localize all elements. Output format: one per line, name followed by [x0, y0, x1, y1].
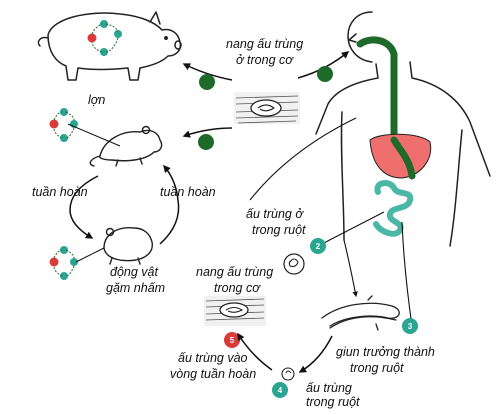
stage-2-marker: 2 — [310, 238, 326, 254]
stage-marker-dark-3 — [198, 134, 214, 150]
cyst-muscle-top-label-line2: ở trong cơ — [236, 53, 294, 67]
stage-2-coiled-larva — [283, 253, 305, 275]
rodent-label-line2: gặm nhấm — [106, 281, 165, 295]
stage-marker-dark-2 — [317, 66, 333, 82]
stage-4-number: 4 — [278, 386, 283, 395]
cyst-muscle-top-label-line1: nang ấu trùng — [226, 37, 303, 51]
cyst-muscle-bottom-label-line2: trong cơ — [214, 281, 261, 295]
circulation-right-label: tuần hoàn — [160, 185, 216, 199]
muscle-cyst-bottom — [204, 296, 266, 326]
rat-illustration — [89, 125, 163, 167]
stage-4-marker: 4 — [272, 382, 288, 398]
pig-illustration — [37, 11, 182, 81]
human-pointer-lines — [249, 117, 413, 327]
muscle-cyst-top — [234, 92, 300, 124]
rodent-label-line1: động vật — [110, 265, 158, 279]
stage-2-number: 2 — [316, 242, 321, 251]
digestive-tract — [356, 36, 432, 237]
adult-worm-illustration — [321, 295, 400, 331]
stage-5-marker: 5 — [224, 332, 240, 348]
stage-3-number: 3 — [408, 322, 413, 331]
cyst-muscle-bottom-label-line1: nang ấu trùng — [196, 265, 273, 279]
pig-label: lợn — [88, 93, 105, 107]
rodent-illustration — [103, 227, 153, 265]
arrow-worm-to-larva — [298, 335, 333, 373]
larva-circulation-label-line1: ấu trùng vào — [178, 351, 248, 365]
stage-3-marker: 3 — [402, 318, 418, 334]
larva-gut-label-line2: trong ruột — [306, 395, 360, 409]
larva-intestine-label-line1: ấu trùng ở — [246, 207, 304, 221]
larva-circulation-label-line2: vòng tuần hoàn — [170, 367, 256, 381]
circulation-left-label: tuần hoàn — [32, 185, 88, 199]
stage-5-number: 5 — [230, 336, 235, 345]
pig-cycle-mini — [87, 20, 122, 56]
arrow-to-muscle-cyst — [237, 332, 273, 371]
rodent-pointer-line — [75, 247, 105, 263]
adult-worm-label-line2: trong ruột — [350, 361, 404, 375]
rat-pointer-line — [67, 123, 121, 147]
rat-cycle-mini — [49, 108, 78, 142]
stage-marker-dark-1 — [199, 74, 215, 90]
human-illustration — [315, 11, 491, 247]
adult-worm-label-line1: giun trưởng thành — [336, 345, 435, 359]
rodent-cycle-mini — [49, 246, 78, 280]
circulation-loop-arrows — [69, 164, 180, 245]
larva-intestine-label-line2: trong ruột — [252, 223, 306, 237]
stage-4-larva — [281, 367, 295, 381]
larva-gut-label-line1: ấu trùng — [306, 381, 352, 395]
